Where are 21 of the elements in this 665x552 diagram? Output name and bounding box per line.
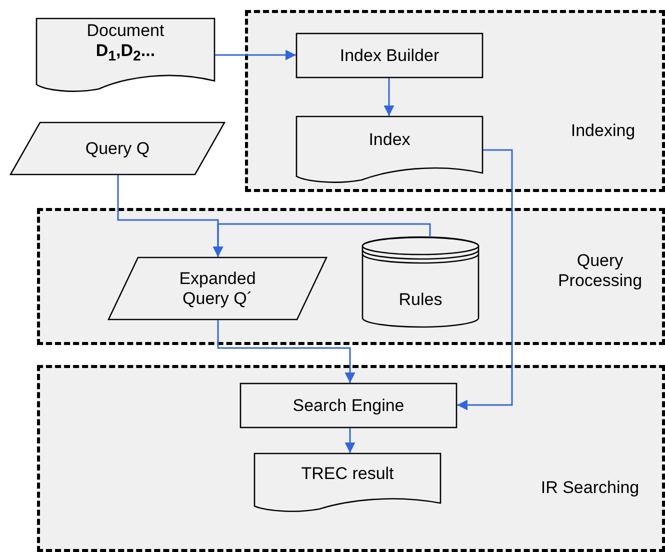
arrow <box>217 320 356 383</box>
arrow <box>215 50 296 60</box>
node-label: TREC result <box>301 464 394 484</box>
group-label: Indexing <box>570 121 636 142</box>
group-label: Query Processing <box>556 251 644 292</box>
dashed-group-panel <box>245 10 665 192</box>
arrow <box>344 428 356 453</box>
group-label: IR Searching <box>540 478 640 498</box>
arrow <box>457 149 513 410</box>
dashed-group-panel <box>37 208 665 345</box>
node-sublabel: D$_{1}$,D$_{2}$... <box>96 40 156 65</box>
node-label: Index Builder <box>340 46 440 66</box>
node-label: Index <box>368 130 410 150</box>
node-label: Rules <box>398 290 442 310</box>
node-label: Expanded Query Q´ <box>178 268 257 308</box>
arrow <box>212 223 431 257</box>
dashed-group-panel <box>37 365 665 552</box>
node-label: Search Engine <box>292 396 404 416</box>
node-label: Query Q <box>85 138 150 158</box>
arrow <box>384 78 394 116</box>
node-label: Document <box>86 21 164 41</box>
